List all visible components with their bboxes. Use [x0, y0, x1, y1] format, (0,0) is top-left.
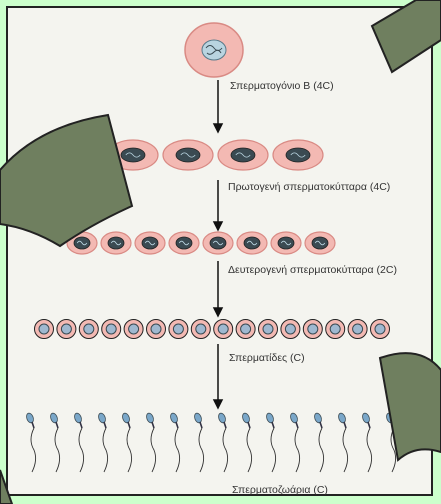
- spermatozoon: [97, 412, 107, 472]
- spermatogonium-cell: [185, 23, 243, 77]
- spermatozoa-row: [25, 412, 395, 472]
- spermatozoon: [49, 412, 59, 472]
- spermatid-cell: [191, 320, 210, 339]
- spermatid-cell: [35, 320, 54, 339]
- secondary-spermatocyte-cell: [203, 232, 233, 254]
- spermatid-row: [35, 320, 390, 339]
- spermatid-cell: [348, 320, 367, 339]
- spermatozoon: [121, 412, 131, 472]
- spermatozoon: [313, 412, 323, 472]
- secondary-spermatocyte-cell: [169, 232, 199, 254]
- primary-spermatocyte-cell: [273, 140, 323, 170]
- spermatozoon: [289, 412, 299, 472]
- spermatozoon: [217, 412, 227, 472]
- stage-label-secondary-spermatocytes: Δευτερογενή σπερματοκύτταρα (2C): [228, 264, 397, 276]
- spermatid-cell: [371, 320, 390, 339]
- spermatozoon: [265, 412, 275, 472]
- spermatid-cell: [214, 320, 233, 339]
- spermatid-cell: [236, 320, 255, 339]
- secondary-spermatocyte-cell: [305, 232, 335, 254]
- stage-label-spermatids: Σπερματίδες (C): [229, 352, 305, 364]
- spermatozoon: [337, 412, 347, 472]
- spermatid-cell: [147, 320, 166, 339]
- stage-label-spermatozoa: Σπερματοζωάρια (C): [232, 484, 328, 496]
- secondary-spermatocyte-cell: [237, 232, 267, 254]
- spermatozoon: [73, 412, 83, 472]
- spermatozoon: [25, 412, 35, 472]
- spermatid-cell: [102, 320, 121, 339]
- secondary-spermatocyte-cell: [135, 232, 165, 254]
- primary-spermatocyte-cell: [218, 140, 268, 170]
- secondary-spermatocyte-cell: [101, 232, 131, 254]
- spermatozoon: [145, 412, 155, 472]
- secondary-spermatocyte-cell: [271, 232, 301, 254]
- spermatozoon: [193, 412, 203, 472]
- spermatid-cell: [326, 320, 345, 339]
- spermatozoon: [241, 412, 251, 472]
- spermatid-cell: [281, 320, 300, 339]
- secondary-spermatocyte-row: [67, 232, 335, 254]
- spermatid-cell: [57, 320, 76, 339]
- spermatozoon: [169, 412, 179, 472]
- spermatid-cell: [124, 320, 143, 339]
- spermatid-cell: [259, 320, 278, 339]
- spermatid-cell: [303, 320, 322, 339]
- spermatid-cell: [169, 320, 188, 339]
- stage-label-spermatogonium: Σπερματογόνιο Β (4C): [230, 80, 334, 92]
- primary-spermatocyte-cell: [163, 140, 213, 170]
- spermatid-cell: [79, 320, 98, 339]
- primary-spermatocyte-row: [108, 140, 323, 170]
- stage-label-primary-spermatocytes: Πρωτογενή σπερματοκύτταρα (4C): [228, 181, 390, 193]
- spermatozoon: [361, 412, 371, 472]
